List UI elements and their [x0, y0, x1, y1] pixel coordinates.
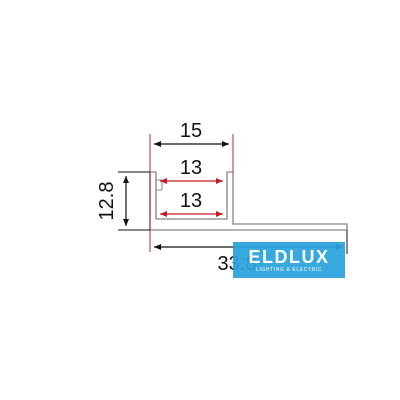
watermark-tagline: LIGHTING & ELECTRIC [256, 267, 322, 273]
eldlux-watermark-logo: ELDLUX LIGHTING & ELECTRIC [233, 242, 345, 278]
dim-label-inner-top: 13 [180, 157, 202, 179]
dim-label-height: 12.8 [96, 182, 118, 221]
dim-label-inner-bottom: 13 [180, 190, 202, 212]
dim-label-width: 15 [180, 120, 202, 142]
watermark-brand: ELDLUX [248, 247, 330, 267]
